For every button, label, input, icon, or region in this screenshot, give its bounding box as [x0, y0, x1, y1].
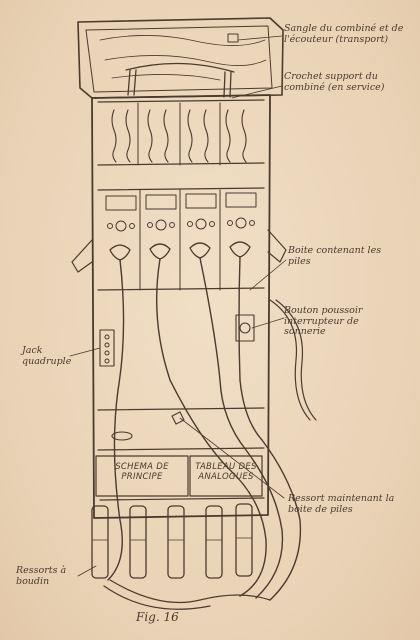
battery-box [111, 411, 185, 441]
main-body [91, 94, 271, 519]
coil-springs [91, 503, 253, 579]
bottom-panels [95, 455, 263, 497]
annotation-ressorts-boudin: Ressorts à boudin [16, 565, 67, 587]
unit-faceplates [105, 189, 257, 291]
leader-lines [69, 35, 287, 577]
handset-strap [125, 33, 239, 98]
side-handles [71, 229, 317, 421]
annotation-sangle: Sangle du combiné et de l'écouteur (tran… [284, 23, 404, 45]
cords [103, 256, 302, 610]
lid-cover [77, 17, 284, 99]
annotation-jack: Jack quadruple [22, 345, 72, 367]
annotation-crochet: Crochet support du combiné (en service) [284, 71, 385, 93]
handset-hooks-row [111, 102, 247, 166]
annotation-bouton-poussoir: Bouton poussoir interrupteur de sonnerie [284, 305, 363, 337]
annotation-boite-piles: Boite contenant les piles [288, 245, 382, 267]
connector-plugs [109, 241, 251, 261]
panel-schema: SCHEMA DE PRINCIPE [115, 462, 169, 482]
ringer-push-button [235, 314, 255, 342]
jack-quadruple [99, 329, 115, 367]
panel-tableau: TABLEAU DES ANALOGUES [195, 462, 257, 482]
annotation-ressort-piles: Ressort maintenant la boite de piles [288, 493, 395, 515]
figure-caption: Fig. 16 [136, 610, 179, 624]
